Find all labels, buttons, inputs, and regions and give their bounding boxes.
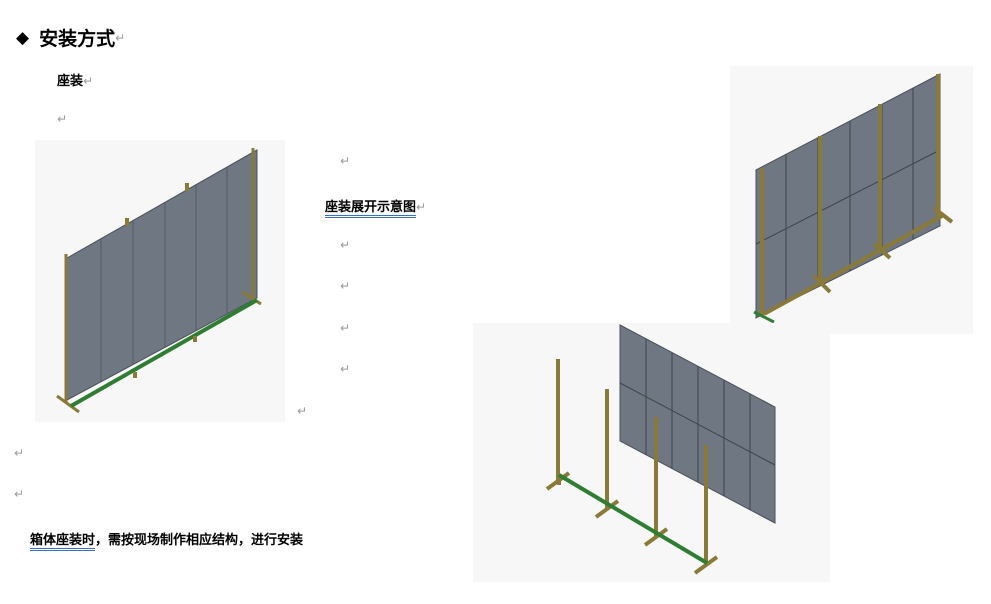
- assembled-left-view-figure: [35, 140, 285, 422]
- empty-paragraph: ↵: [57, 112, 68, 126]
- section-heading: ◆ 安装方式↵: [16, 24, 125, 51]
- empty-paragraph: ↵: [14, 446, 25, 460]
- subheading-text: 座装: [57, 74, 84, 89]
- subheading-seat-mount: 座装↵: [57, 70, 93, 89]
- led-cabinet-seat-mount-icon: [56, 148, 262, 414]
- empty-paragraph: ↵: [297, 404, 308, 418]
- heading-title: 安装方式: [39, 28, 116, 50]
- empty-paragraph: ↵: [340, 321, 351, 335]
- exploded-view-figure: [473, 323, 830, 582]
- empty-paragraph: ↵: [14, 487, 25, 501]
- note-underlined-text: 箱体座装时: [30, 533, 96, 551]
- assembled-rear-view-figure: [730, 66, 973, 334]
- paragraph-mark: ↵: [115, 30, 126, 45]
- empty-paragraph: ↵: [340, 279, 351, 293]
- caption-exploded-view: 座装展开示意图↵: [325, 196, 427, 218]
- caption-text: 座装展开示意图: [325, 200, 417, 218]
- led-cabinet-rear-frame-icon: [753, 73, 954, 324]
- paragraph-mark: ↵: [83, 74, 94, 88]
- empty-paragraph: ↵: [340, 362, 351, 376]
- installation-note: 箱体座装时，需按现场制作相应结构，进行安装: [30, 529, 304, 551]
- led-cabinet-exploded-icon: [545, 324, 776, 575]
- note-text: ，需按现场制作相应结构，进行安装: [95, 533, 304, 548]
- empty-paragraph: ↵: [340, 154, 351, 168]
- paragraph-mark: ↵: [416, 200, 427, 214]
- empty-paragraph: ↵: [340, 238, 351, 252]
- diamond-bullet-icon: ◆: [16, 27, 30, 48]
